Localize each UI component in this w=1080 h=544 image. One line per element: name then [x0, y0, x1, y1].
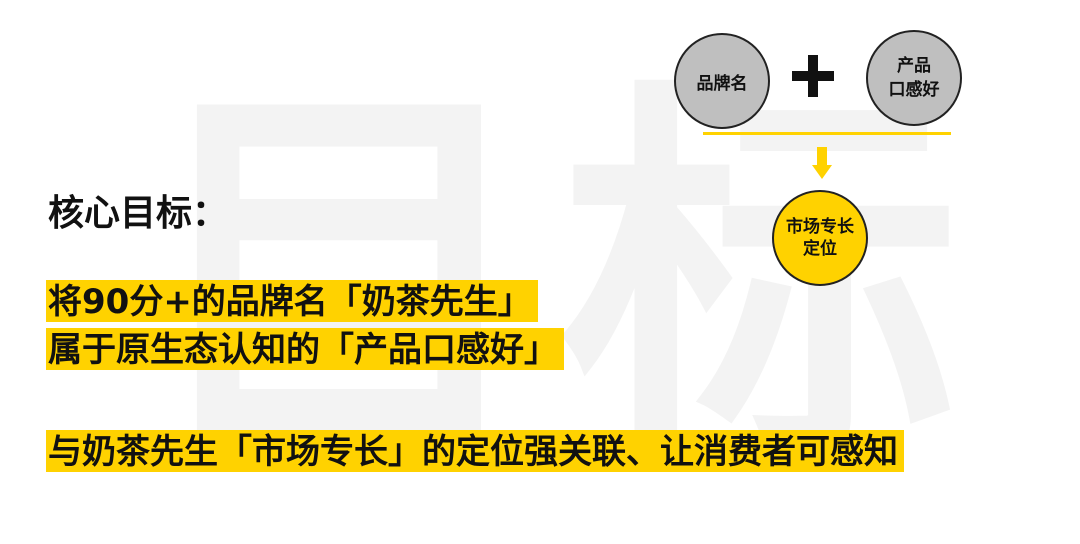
brand-name-circle: 品牌名 [674, 33, 770, 129]
brand-name-label: 品牌名 [696, 73, 748, 94]
highlight-line-3: 与奶茶先生「市场专长」的定位强关联、让消费者可感知 [46, 430, 904, 472]
page-title: 核心目标： [48, 193, 229, 234]
market-positioning-circle: 市场专长 定位 [772, 190, 868, 286]
product-label-line2: 口感好 [888, 80, 940, 100]
highlight-line-2: 属于原生态认知的「产品口感好」 [46, 328, 564, 370]
arrow-down-icon [812, 147, 832, 181]
highlight-line-1: 将90分+的品牌名「奶茶先生」 [46, 280, 538, 322]
connector-line [703, 132, 951, 135]
positioning-label-line1: 市场专长 [786, 217, 854, 237]
product-taste-circle: 产品 口感好 [866, 30, 962, 126]
plus-icon [792, 55, 834, 97]
positioning-label-line2: 定位 [803, 239, 837, 259]
product-label-line1: 产品 [897, 56, 931, 76]
